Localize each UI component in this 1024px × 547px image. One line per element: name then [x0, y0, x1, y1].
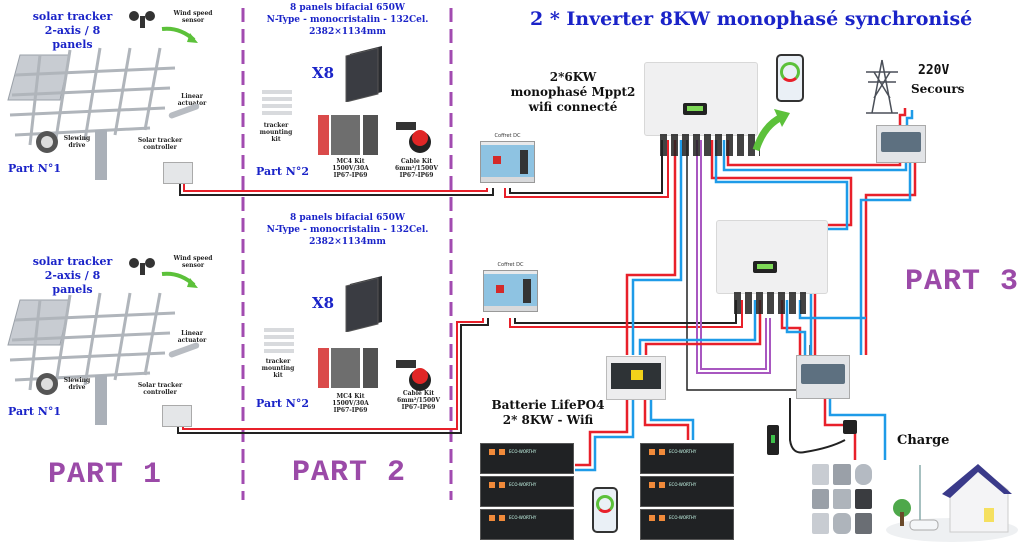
- coffret-dc-1-label: Coffret DC: [494, 133, 521, 139]
- mounting-kit-icon: [264, 328, 294, 356]
- slewing-drive-label: Slewing drive: [63, 135, 91, 149]
- load-ac-box: [796, 355, 850, 399]
- inverter-1: [644, 62, 758, 136]
- battery-label: Batterie LifePO4 2* 8KW - Wifi: [491, 398, 605, 427]
- battery-module: ECO-WORTHY: [480, 509, 574, 540]
- battery-combiner-box: [606, 356, 666, 400]
- main-title: 2 * Inverter 8KW monophasé synchronisé: [530, 8, 973, 30]
- smart-meter-icon: [767, 425, 779, 455]
- mounting-kit-label: tracker mounting kit: [261, 358, 295, 379]
- tracker-controller-icon: [163, 162, 193, 184]
- part-no-1: Part N°1: [8, 162, 62, 175]
- inverter1-to-battery-combiner-wires: [625, 140, 811, 391]
- power-pylon-icon: [866, 59, 898, 114]
- cable-kit-icon: [396, 122, 431, 153]
- inverter-display-icon: [753, 261, 777, 273]
- green-arrow-icon: [752, 109, 790, 152]
- coffret-dc-1: Coffret DC: [480, 133, 535, 183]
- green-arrow-icon: [161, 271, 198, 288]
- inverter-display-icon: [683, 103, 707, 115]
- cable-kit-label: Cable Kit 6mm²/1500V IP67-IP69: [394, 158, 439, 179]
- panel-multiplier: X8: [312, 294, 335, 312]
- mc4-kit-label: MC4 Kit 1500V/30A IP67-IP69: [332, 158, 369, 179]
- coffret-dc-2: Coffret DC: [483, 262, 538, 312]
- inverter-1-connectors: [660, 134, 760, 156]
- coffret-dc-2-label: Coffret DC: [497, 262, 524, 268]
- battery-stack-2: ECO-WORTHY ECO-WORTHY ECO-WORTHY: [640, 443, 734, 540]
- dc-breaker-box-icon: [483, 270, 538, 312]
- part-no-2b: Part N°2: [256, 397, 310, 410]
- tracker-1: solar tracker 2-axis / 8 panels Wind spe…: [0, 0, 240, 200]
- inverter2-to-battery-combiner-wires: [638, 300, 762, 355]
- tracker-1-title: solar tracker 2-axis / 8 panels: [32, 10, 113, 51]
- tracker-controller-icon: [162, 405, 192, 427]
- tracker-2-title: solar tracker 2-axis / 8 panels: [32, 255, 113, 296]
- anemometer-icon: [129, 11, 155, 28]
- mc4-kit-label: MC4 Kit 1500V/30A IP67-IP69: [332, 393, 369, 414]
- linear-actuator-label: Linear actuator: [177, 93, 207, 107]
- dc-breaker-box-icon: [480, 141, 535, 183]
- inverter-2: [716, 220, 828, 294]
- appliances-icon: [812, 464, 872, 534]
- smartphone-app-icon: [592, 487, 618, 533]
- panel-kit-1-spec: 8 panels bifacial 650W N-Type - monocris…: [266, 3, 429, 37]
- anemometer-icon: [129, 258, 155, 275]
- mounting-kit-icon: [262, 90, 292, 118]
- combiner-to-battery-wires: [575, 398, 695, 472]
- wind-sensor-label: Wind speed sensor: [173, 255, 213, 269]
- dc-string-1-wires: [179, 183, 494, 196]
- cable-kit-label: Cable Kit 6mm²/1500V IP67-IP69: [396, 390, 441, 411]
- coffret1-to-inverter1-wires: [504, 140, 669, 198]
- mounting-kit-label: tracker mounting kit: [259, 122, 293, 143]
- slewing-drive-icon: [36, 373, 58, 395]
- green-arrow-icon: [161, 26, 198, 43]
- house-icon: [886, 464, 1018, 542]
- load-box-to-charge-wires: [789, 398, 887, 460]
- solar-tracker-frame-icon: [7, 47, 176, 180]
- mc4-kit-icon: [318, 348, 378, 388]
- battery-stack-1: ECO-WORTHY ECO-WORTHY ECO-WORTHY: [480, 443, 574, 540]
- battery-module: ECO-WORTHY: [480, 476, 574, 507]
- grid-label: Secours: [911, 82, 965, 96]
- slewing-drive-label: Slewing drive: [63, 377, 91, 391]
- grid-ac-box: [876, 125, 926, 163]
- slewing-drive-icon: [36, 131, 58, 153]
- solar-tracker-frame-icon: [7, 292, 176, 425]
- inverter-spec: 2*6KW monophasé Mppt2 wifi connecté: [510, 70, 636, 114]
- cable-kit-icon: [396, 360, 431, 391]
- part-no-1b: Part N°1: [8, 405, 62, 418]
- charge-label: Charge: [897, 433, 950, 448]
- panel-kit-2: 8 panels bifacial 650W N-Type - monocris…: [246, 210, 449, 414]
- battery-module: ECO-WORTHY: [640, 509, 734, 540]
- part-no-2: Part N°2: [256, 165, 310, 178]
- dc-string-2-wires: [177, 318, 489, 434]
- solar-panel-icon: [345, 46, 382, 102]
- battery-module: ECO-WORTHY: [480, 443, 574, 474]
- tracker-2: solar tracker 2-axis / 8 panels Wind spe…: [0, 250, 240, 430]
- grid-voltage: 220V: [918, 63, 950, 78]
- part-3-label: PART 3: [905, 265, 1020, 299]
- part-2-label: PART 2: [292, 456, 407, 490]
- solar-panel-icon: [345, 276, 382, 332]
- battery-module: ECO-WORTHY: [640, 476, 734, 507]
- part-1-label: PART 1: [48, 458, 163, 492]
- wind-sensor-label: Wind speed sensor: [173, 10, 213, 24]
- mc4-kit-icon: [318, 115, 378, 155]
- grid-box-wires: [859, 108, 917, 355]
- panel-kit-2-spec: 8 panels bifacial 650W N-Type - monocris…: [266, 213, 429, 247]
- controller-label: Solar tracker controller: [137, 382, 183, 396]
- inverter-2-connectors: [734, 292, 806, 314]
- battery-module: ECO-WORTHY: [640, 443, 734, 474]
- controller-label: Solar tracker controller: [137, 137, 183, 151]
- ct-clamp-icon: [843, 420, 857, 434]
- panel-kit-1: 8 panels bifacial 650W N-Type - monocris…: [246, 0, 449, 200]
- panel-multiplier: X8: [312, 64, 335, 82]
- smartphone-app-icon: [776, 54, 804, 102]
- linear-actuator-label: Linear actuator: [177, 330, 207, 344]
